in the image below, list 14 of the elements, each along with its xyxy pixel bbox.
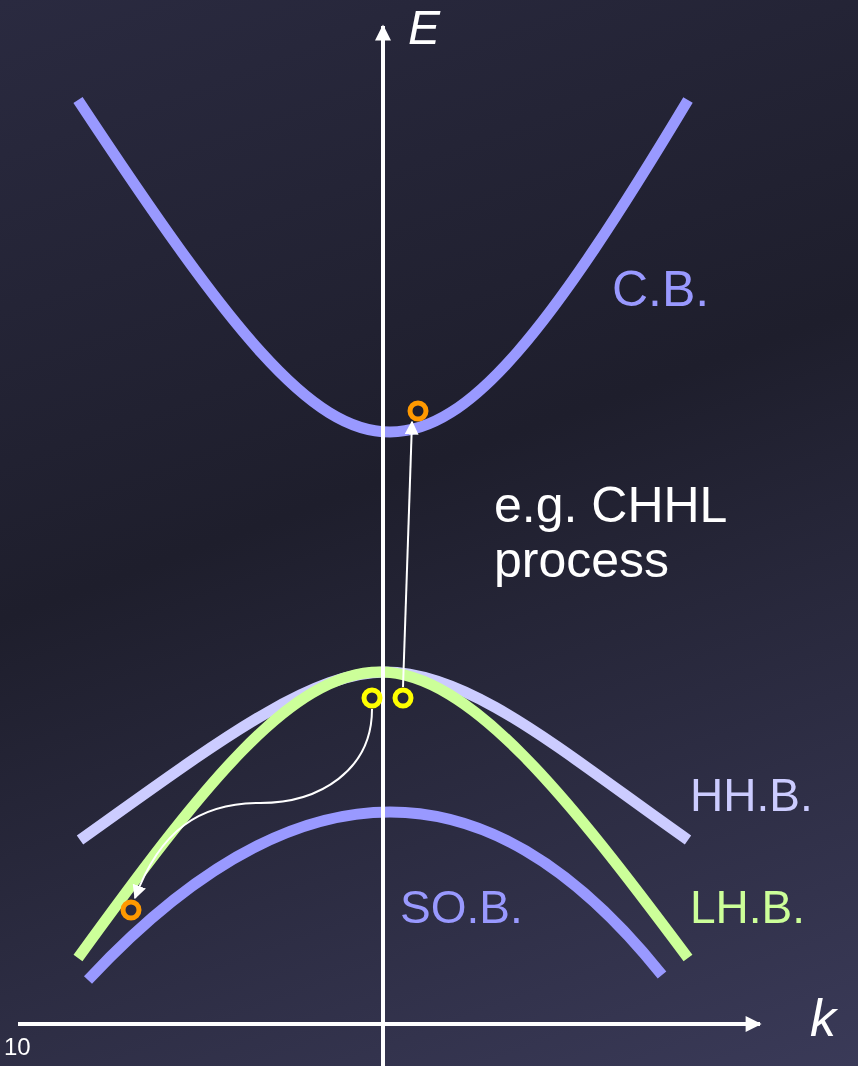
carrier-circle	[392, 687, 414, 709]
transition-arrow	[133, 708, 373, 900]
transition-arrow	[402, 420, 419, 688]
axis-label: E	[408, 2, 440, 55]
band-label: SO.B.	[400, 882, 523, 933]
carrier-circle	[407, 400, 429, 422]
band-label: HH.B.	[690, 770, 813, 821]
axis-label: k	[810, 990, 836, 1048]
carrier-circle	[120, 899, 142, 921]
annotation-text: e.g. CHHL process	[494, 478, 727, 588]
band-label: C.B.	[612, 262, 710, 317]
carrier-circle	[361, 687, 383, 709]
band-label: LH.B.	[690, 882, 806, 933]
slide-number: 10	[4, 1034, 31, 1061]
